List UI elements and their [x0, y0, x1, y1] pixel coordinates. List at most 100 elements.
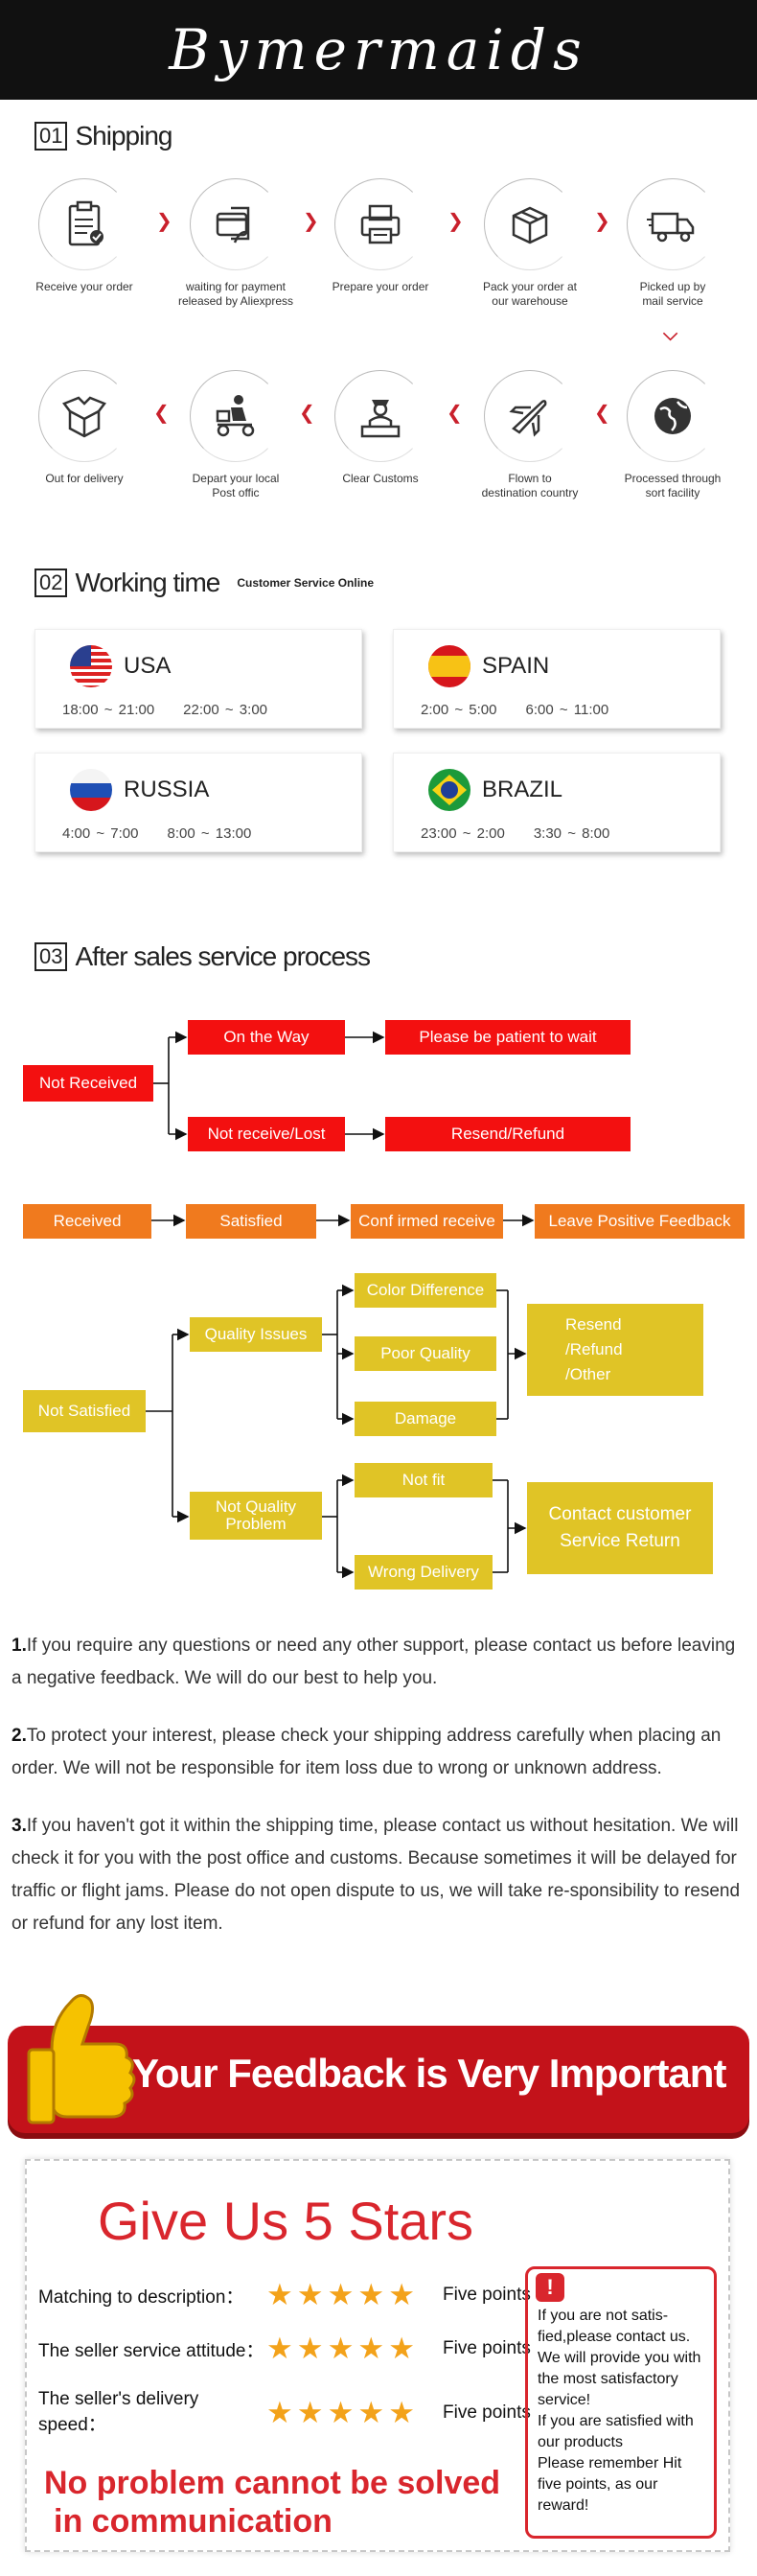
not-received-box: Not Received	[23, 1065, 153, 1102]
five-star-icon: ★★★★★	[266, 2332, 415, 2365]
shipping-header: 01 Shipping	[34, 121, 172, 151]
step-picked-up: Picked up by mail service	[606, 178, 740, 309]
chevron-left-icon: ❮	[153, 403, 170, 424]
section-title: Shipping	[75, 121, 172, 151]
rating-row: The seller's delivery speed： ★★★★★ Five …	[38, 2389, 531, 2436]
chevron-right-icon: ❯	[447, 211, 464, 232]
on-the-way-box: On the Way	[188, 1020, 345, 1055]
printer-icon	[360, 204, 401, 244]
not-satisfied-box: Not Satisfied	[23, 1390, 146, 1432]
chevron-left-icon: ❮	[299, 403, 315, 424]
step-receive-order: Receive your order	[17, 178, 151, 294]
step-flown: Flown to destination country	[463, 370, 597, 500]
note-2: 2.To protect your interest, please check…	[11, 1726, 722, 1778]
aftersales-header: 03 After sales service process	[34, 941, 371, 972]
brazil-flag-icon	[428, 769, 470, 811]
exclamation-icon: !	[536, 2273, 564, 2302]
rating-row: The seller service attitude： ★★★★★ Five …	[38, 2333, 531, 2364]
airplane-icon	[509, 400, 547, 437]
stars-panel: Give Us 5 Stars Matching to description：…	[25, 2159, 730, 2552]
step-label: Out for delivery	[45, 472, 124, 485]
truck-icon	[647, 212, 695, 243]
damage-box: Damage	[355, 1402, 496, 1436]
poor-quality-box: Poor Quality	[355, 1336, 496, 1371]
step-label: waiting for payment released by Aliexpre…	[177, 280, 294, 308]
panel-title: Give Us 5 Stars	[97, 2191, 474, 2251]
five-star-icon: ★★★★★	[266, 2395, 415, 2429]
rating-label: Matching to description：	[38, 2286, 244, 2308]
section-subtitle: Customer Service Online	[237, 576, 375, 590]
chevron-left-icon: ❮	[447, 403, 463, 424]
section-number: 01	[34, 122, 68, 151]
chevron-right-icon: ❯	[303, 211, 319, 232]
confirmed-receive-box: Conf irmed receive	[351, 1204, 503, 1239]
brand-header: Bymermaids	[0, 0, 757, 100]
step-label: Picked up by mail service	[639, 280, 706, 308]
rating-row: Matching to description： ★★★★★ Five poin…	[38, 2280, 531, 2310]
slogan: No problem cannot be solved in communica…	[44, 2465, 501, 2540]
wrong-delivery-box: Wrong Delivery	[355, 1555, 493, 1590]
country-name: USA	[124, 653, 172, 679]
globe-icon	[654, 398, 691, 434]
step-label: Flown to destination country	[481, 472, 579, 499]
not-quality-problem-box: Not Quality Problem	[190, 1492, 322, 1540]
section-title: After sales service process	[75, 941, 371, 971]
quality-issues-box: Quality Issues	[190, 1317, 322, 1352]
step-label: Processed through sort facility	[624, 472, 722, 499]
clipboard-icon	[68, 200, 103, 246]
be-patient-box: Please be patient to wait	[385, 1020, 631, 1055]
resend-refund-other-box: Resend /Refund /Other	[527, 1304, 703, 1396]
section-number: 02	[34, 569, 68, 597]
step-label: Pack your order at our warehouse	[482, 280, 578, 308]
chevron-left-icon: ❮	[594, 403, 610, 424]
five-star-icon: ★★★★★	[266, 2278, 415, 2311]
not-fit-box: Not fit	[355, 1463, 493, 1497]
step-label: Clear Customs	[342, 472, 419, 485]
rating-label: The seller's delivery speed：	[38, 2389, 199, 2435]
section-number: 03	[34, 942, 68, 971]
note-text: If you are not satis- fied,please contac…	[538, 2308, 701, 2514]
chevron-right-icon: ❯	[156, 211, 172, 232]
received-box: Received	[23, 1204, 151, 1239]
satisfaction-note: ! If you are not satis- fied,please cont…	[525, 2266, 717, 2539]
rating-points: Five points	[443, 2338, 531, 2358]
rating-label: The seller service attitude：	[38, 2340, 264, 2361]
step-processed: Processed through sort facility	[606, 370, 740, 500]
step-waiting-payment: waiting for payment released by Aliexpre…	[169, 178, 303, 309]
not-receive-lost-box: Not receive/Lost	[188, 1117, 345, 1151]
step-clear-customs: Clear Customs	[313, 370, 447, 486]
contact-return-box: Contact customer Service Return	[527, 1482, 713, 1574]
box-icon	[512, 206, 548, 244]
spain-flag-icon	[428, 645, 470, 687]
chevron-right-icon: ❯	[594, 211, 610, 232]
step-label: Prepare your order	[332, 280, 429, 293]
step-label: Receive your order	[35, 280, 133, 293]
rating-points: Five points	[443, 2285, 531, 2305]
country-name: RUSSIA	[124, 777, 210, 802]
chevron-down-icon: ⌵	[663, 324, 678, 345]
country-name: SPAIN	[482, 653, 550, 679]
step-depart-post: Depart your local Post offic	[169, 370, 303, 500]
step-pack-order: Pack your order at our warehouse	[463, 178, 597, 309]
resend-refund-box: Resend/Refund	[385, 1117, 631, 1151]
courier-icon	[216, 395, 255, 437]
russia-flag-icon	[70, 769, 112, 811]
banner-text: Your Feedback is Very Important	[132, 2051, 726, 2096]
note-1: 1.If you require any questions or need a…	[11, 1636, 736, 1688]
section-title: Working time	[75, 568, 220, 597]
leave-feedback-box: Leave Positive Feedback	[535, 1204, 745, 1239]
step-prepare-order: Prepare your order	[313, 178, 447, 294]
step-out-for-delivery: Out for delivery	[17, 370, 151, 486]
flow-connectors	[146, 1031, 535, 1579]
brand-name: Bymermaids	[169, 17, 588, 82]
officer-icon	[360, 400, 401, 438]
usa-flag-icon	[70, 645, 112, 687]
satisfied-box: Satisfied	[186, 1204, 316, 1239]
color-difference-box: Color Difference	[355, 1273, 496, 1308]
